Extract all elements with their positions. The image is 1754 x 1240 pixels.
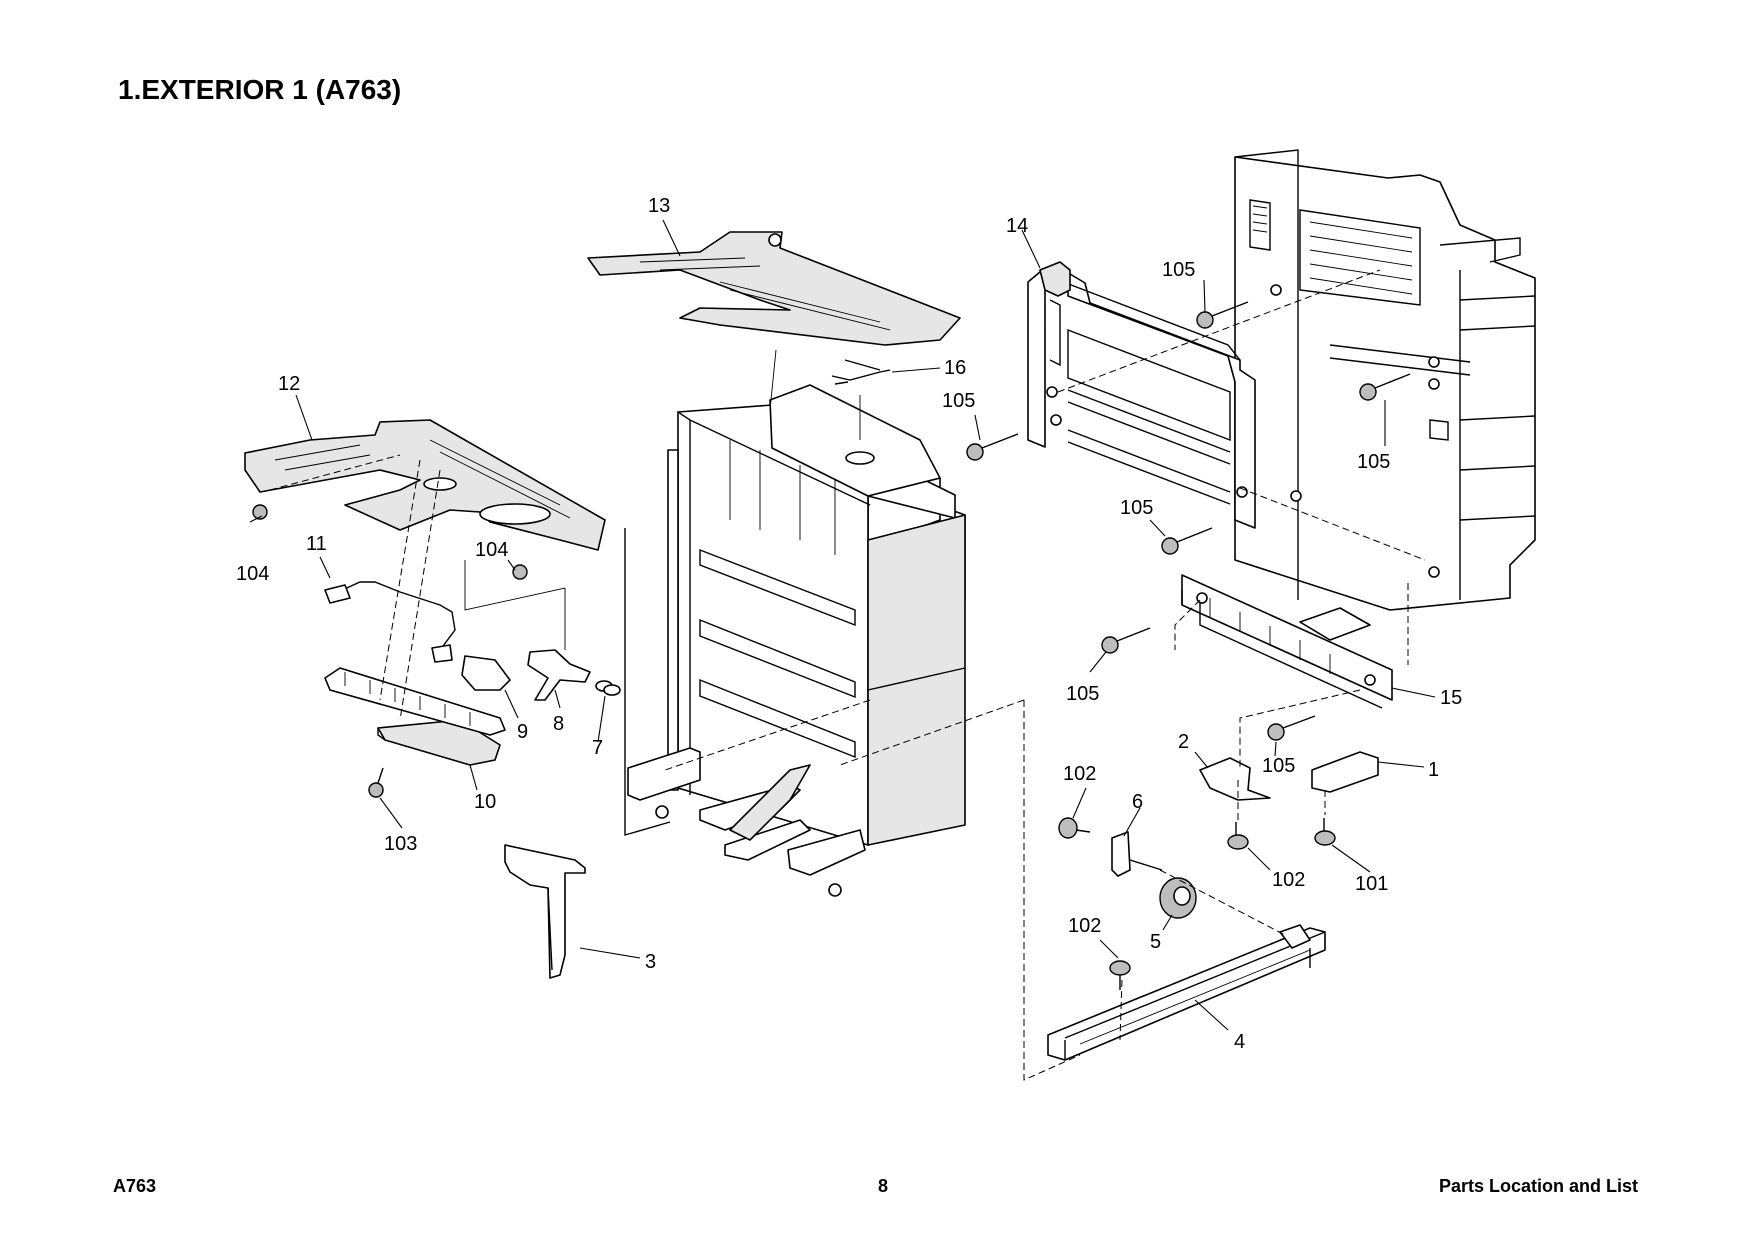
callout-102-a: 102 — [1063, 763, 1096, 785]
callout-104-b: 104 — [475, 539, 508, 561]
callout-16: 16 — [944, 357, 966, 379]
callout-9: 9 — [517, 721, 528, 743]
callout-14: 14 — [1006, 215, 1028, 237]
footer-section-title: Parts Location and List — [1438, 1176, 1638, 1196]
footer-page-number: 8 — [878, 1176, 889, 1196]
screws-105 — [966, 301, 1411, 741]
callout-13: 13 — [648, 195, 670, 217]
leader-lines — [249, 219, 1436, 1031]
finisher-cabinet — [627, 384, 966, 897]
page-title: 1.EXTERIOR 1 (A763) — [118, 74, 402, 105]
callout-105-b: 105 — [942, 390, 975, 412]
callout-103: 103 — [384, 833, 417, 855]
callout-8: 8 — [553, 713, 564, 735]
callout-1: 1 — [1428, 759, 1439, 781]
callout-105-e: 105 — [1066, 683, 1099, 705]
part-15-rail — [1181, 574, 1393, 709]
callout-2: 2 — [1178, 731, 1189, 753]
callout-101: 101 — [1355, 873, 1388, 895]
part-14-frame — [1027, 261, 1256, 529]
callout-102-c: 102 — [1068, 915, 1101, 937]
part-4-bottom-rail — [1047, 924, 1326, 1061]
callout-105-f: 105 — [1262, 755, 1295, 777]
assembly-lines — [269, 269, 1426, 1081]
callout-numbers: 13 14 12 16 105 105 105 105 105 105 104 … — [236, 195, 1462, 1053]
part-13-upper-tray — [587, 231, 961, 346]
callout-3: 3 — [645, 951, 656, 973]
callout-105-c: 105 — [1357, 451, 1390, 473]
callout-7: 7 — [592, 737, 603, 759]
callout-15: 15 — [1440, 687, 1462, 709]
main-machine-body — [1234, 149, 1536, 611]
callout-10: 10 — [474, 791, 496, 813]
callout-12: 12 — [278, 373, 300, 395]
callout-4: 4 — [1234, 1031, 1245, 1053]
callout-11: 11 — [306, 533, 327, 555]
part-12-lower-tray — [244, 419, 606, 551]
callout-6: 6 — [1132, 791, 1143, 813]
callout-104-a: 104 — [236, 563, 269, 585]
callout-105-d: 105 — [1120, 497, 1153, 519]
callout-105-a: 105 — [1162, 259, 1195, 281]
footer-model-code: A763 — [113, 1176, 157, 1196]
small-parts — [252, 301, 1411, 990]
callout-5: 5 — [1150, 931, 1161, 953]
callout-102-b: 102 — [1272, 869, 1305, 891]
